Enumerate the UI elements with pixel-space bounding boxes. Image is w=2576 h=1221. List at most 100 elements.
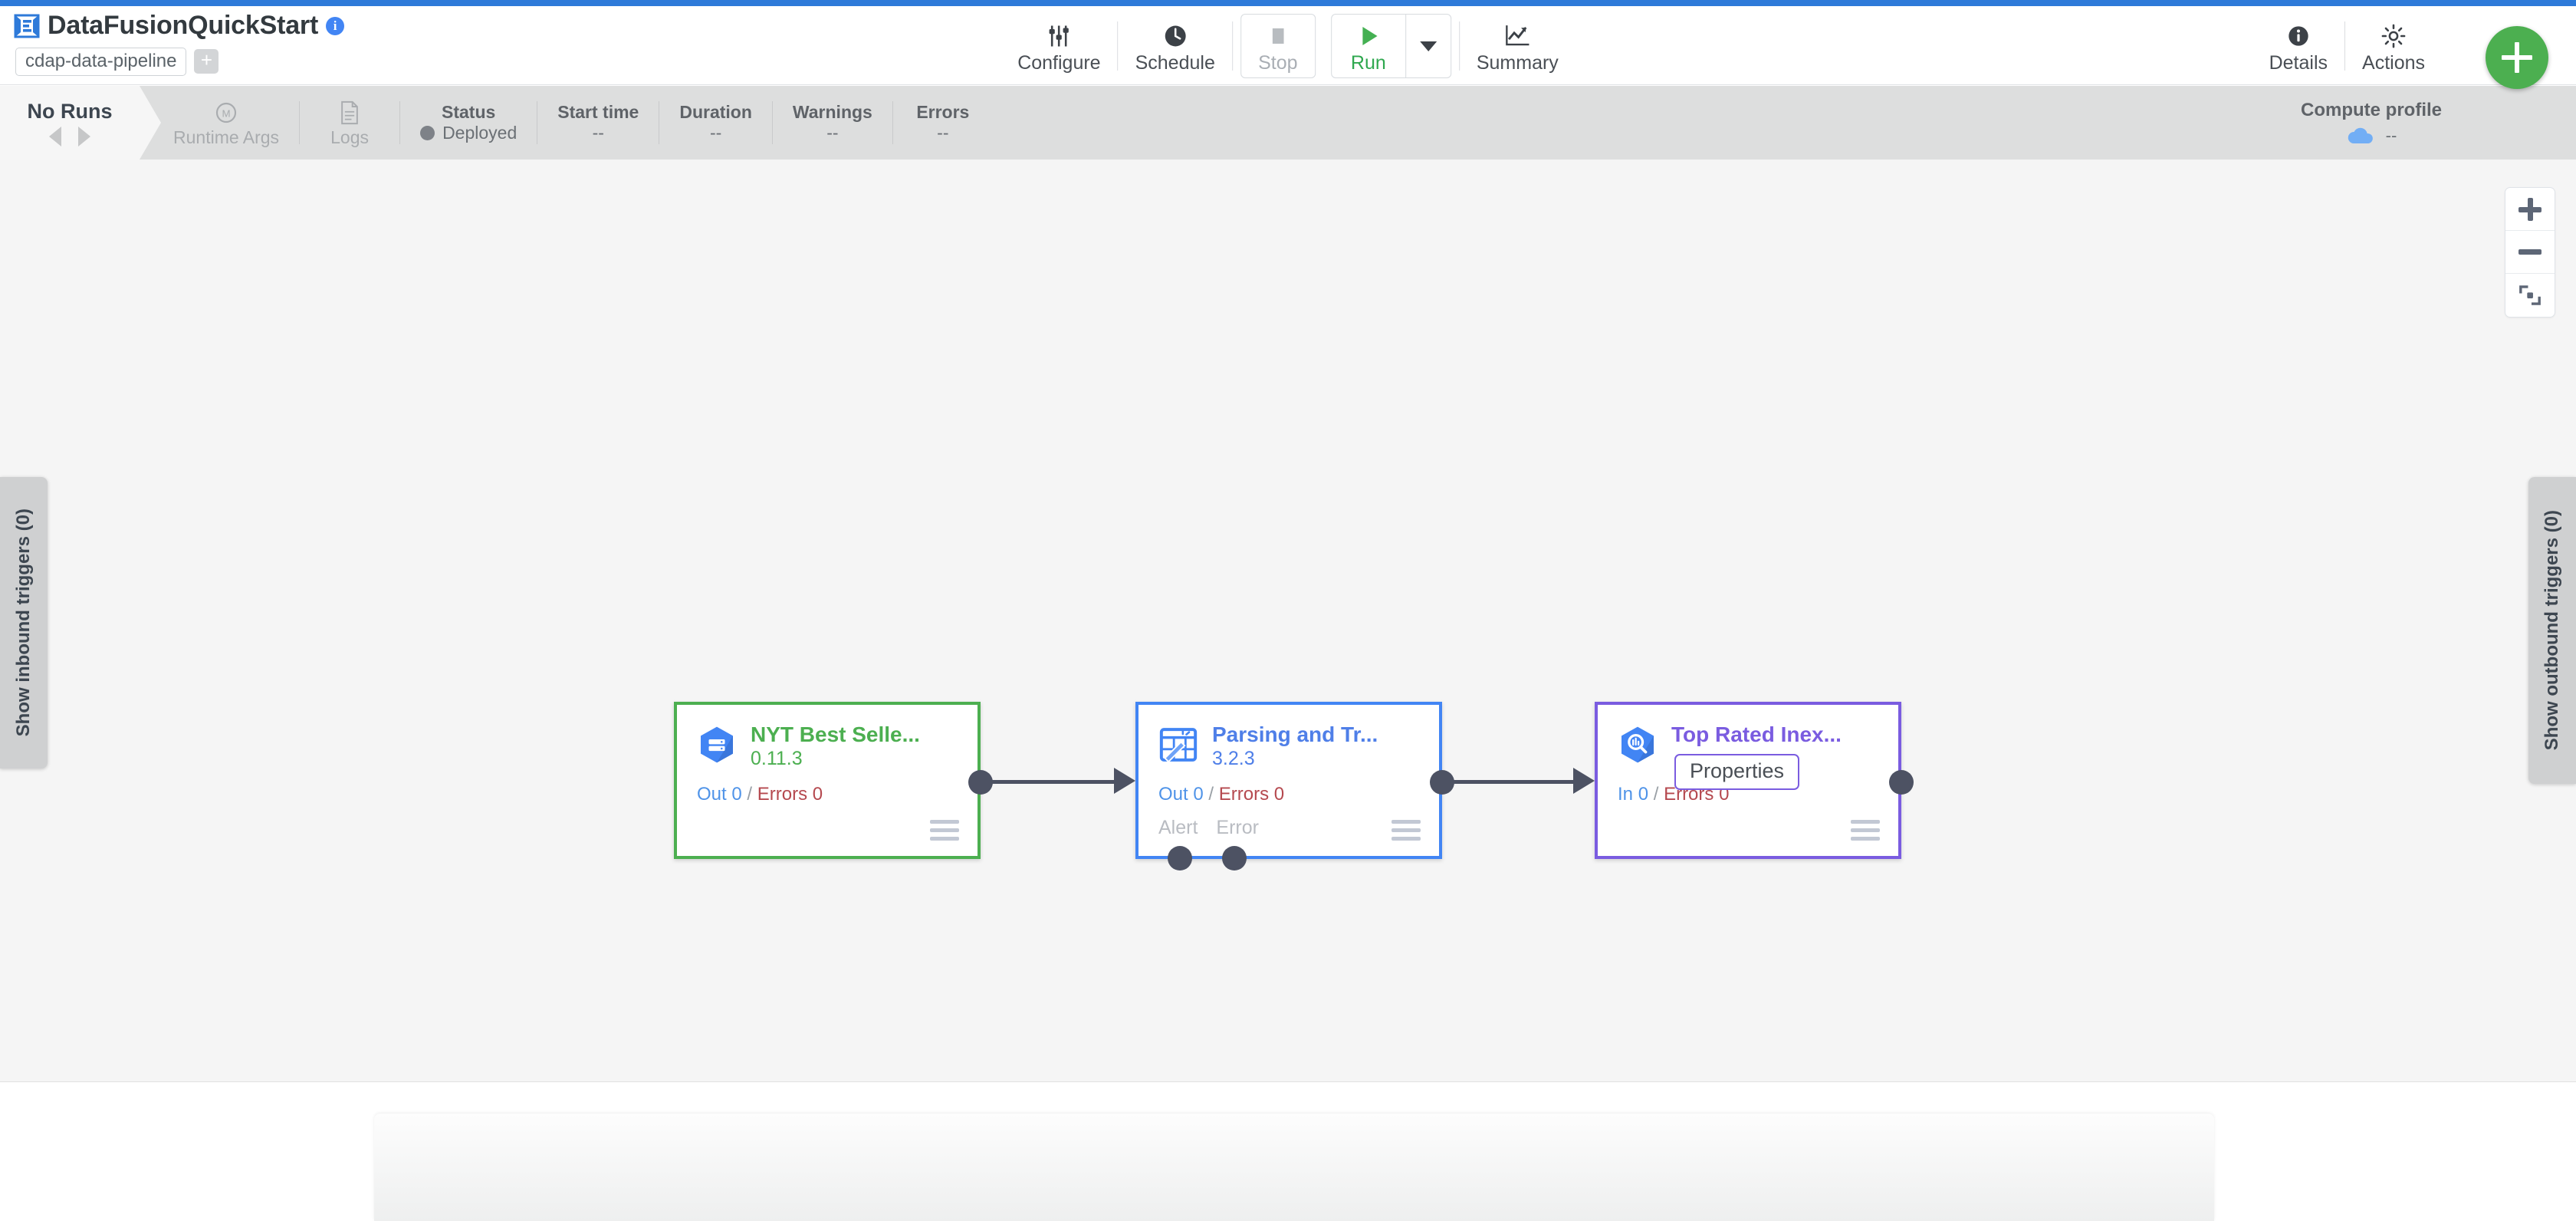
connector-transform-to-sink <box>1442 780 1577 784</box>
node-metrics: Out 0 / Errors 0 <box>697 784 823 805</box>
zoom-controls <box>2505 187 2555 318</box>
pipeline-canvas[interactable]: NYT Best Selle... 0.11.3 Out 0 / Errors … <box>0 160 2576 1082</box>
top-toolbar: DataFusionQuickStart i cdap-data-pipelin… <box>0 6 2576 89</box>
start-time-header: Start time <box>557 102 639 122</box>
wrangler-magic-icon <box>1159 728 1198 763</box>
node-version: 3.2.3 <box>1212 747 1255 769</box>
configure-label: Configure <box>1017 51 1101 74</box>
node-metrics: Out 0 / Errors 0 <box>1158 784 1284 805</box>
node-output-endpoint-source[interactable] <box>968 770 993 795</box>
outbound-triggers-label: Show outbound triggers (0) <box>2542 510 2562 751</box>
run-button[interactable]: Run <box>1332 15 1405 77</box>
fit-screen-icon <box>2519 285 2541 305</box>
node-header: NYT Best Selle... 0.11.3 <box>677 705 978 770</box>
pipeline-node-top-rated-inexpensive[interactable]: Top Rated Inex... Properties In 0 / Erro… <box>1595 702 1901 859</box>
fit-to-screen-button[interactable] <box>2505 274 2555 317</box>
node-metrics-sep: / <box>1208 784 1214 805</box>
pipeline-node-parsing-and-transform[interactable]: Parsing and Tr... 3.2.3 Out 0 / Errors 0… <box>1135 702 1442 859</box>
warnings-header: Warnings <box>792 102 872 122</box>
cloud-icon <box>2348 127 2373 143</box>
connector-source-to-transform <box>981 780 1116 784</box>
configure-button[interactable]: Configure <box>1001 11 1117 81</box>
node-metrics-sep: / <box>1653 784 1659 805</box>
zoom-in-button[interactable] <box>2505 188 2555 231</box>
artifact-chip[interactable]: cdap-data-pipeline <box>15 48 187 76</box>
warnings-value: -- <box>826 123 839 143</box>
node-out-label: Out <box>1158 784 1188 805</box>
node-in-value: 0 <box>1638 784 1649 805</box>
logs-label: Logs <box>330 127 369 147</box>
bottom-floating-panel[interactable] <box>374 1114 2214 1221</box>
brand-block: DataFusionQuickStart i <box>14 11 345 41</box>
status-dot-icon <box>420 126 435 140</box>
pipeline-node-nyt-best-sellers[interactable]: NYT Best Selle... 0.11.3 Out 0 / Errors … <box>674 702 981 859</box>
node-out-label: Out <box>697 784 727 805</box>
add-plugin-fab[interactable] <box>2486 26 2548 89</box>
compute-profile-cell[interactable]: Compute profile -- <box>2301 86 2442 160</box>
errors-value: -- <box>937 123 949 143</box>
properties-tooltip[interactable]: Properties <box>1674 754 1800 790</box>
summary-button[interactable]: Summary <box>1460 11 1576 81</box>
node-port-alert-label[interactable]: Alert <box>1158 817 1198 838</box>
play-triangle-icon <box>1355 20 1382 52</box>
node-version: 0.11.3 <box>751 747 803 769</box>
triangle-right-icon[interactable] <box>78 126 90 146</box>
schedule-button[interactable]: Schedule <box>1119 11 1232 81</box>
run-status-bar: No Runs M Runtime Args <box>0 86 2576 160</box>
runbar-divider <box>892 101 893 144</box>
duration-value: -- <box>709 123 722 143</box>
node-output-endpoint-transform[interactable] <box>1430 770 1454 795</box>
logs-button[interactable]: Logs <box>300 86 399 160</box>
errors-cell: Errors -- <box>893 86 993 160</box>
node-errors-label: Errors <box>757 784 808 805</box>
run-button-group: Run <box>1330 14 1451 78</box>
chevron-down-icon <box>1419 41 1437 51</box>
info-icon[interactable]: i <box>326 16 345 35</box>
toolbar-divider <box>1458 21 1460 71</box>
run-dropdown-button[interactable] <box>1405 15 1451 77</box>
node-output-endpoint-sink[interactable] <box>1889 770 1914 795</box>
node-menu-hamburger-icon[interactable] <box>1851 820 1880 841</box>
node-alert-port-endpoint[interactable] <box>1168 846 1192 870</box>
details-button[interactable]: Details <box>2252 11 2344 81</box>
bigquery-table-icon <box>701 726 733 763</box>
gear-icon <box>2380 20 2407 52</box>
node-metrics-sep: / <box>747 784 753 805</box>
compute-profile-header: Compute profile <box>2301 100 2442 120</box>
triangle-left-icon[interactable] <box>49 126 61 146</box>
node-in-label: In <box>1618 784 1634 805</box>
status-header: Status <box>442 102 496 122</box>
no-runs-panel: No Runs <box>0 86 161 160</box>
run-label: Run <box>1350 51 1386 74</box>
connector-arrow-2 <box>1573 768 1595 794</box>
top-accent-bar <box>0 0 2576 6</box>
actions-button[interactable]: Actions <box>2345 11 2442 81</box>
stop-label: Stop <box>1258 51 1298 74</box>
runtime-args-button[interactable]: M Runtime Args <box>153 86 299 160</box>
node-errors-value: 0 <box>1273 784 1285 805</box>
node-header: Top Rated Inex... <box>1598 705 1898 766</box>
runbar-divider <box>399 101 401 144</box>
duration-header: Duration <box>679 102 752 122</box>
summary-label: Summary <box>1476 51 1559 74</box>
connector-arrow-1 <box>1114 768 1135 794</box>
stop-button[interactable]: Stop <box>1240 14 1316 78</box>
no-runs-label: No Runs <box>27 99 113 123</box>
add-artifact-button[interactable]: + <box>194 49 219 74</box>
node-menu-hamburger-icon[interactable] <box>1392 820 1421 841</box>
inbound-triggers-drawer[interactable]: Show inbound triggers (0) <box>0 477 48 768</box>
runtime-args-label: Runtime Args <box>173 127 280 147</box>
runbar-divider <box>771 101 773 144</box>
node-error-port-endpoint[interactable] <box>1222 846 1247 870</box>
duration-cell: Duration -- <box>659 86 772 160</box>
center-toolbar-cluster: Configure Schedule Stop <box>1001 11 1576 81</box>
zoom-out-button[interactable] <box>2505 231 2555 274</box>
node-menu-hamburger-icon[interactable] <box>930 820 959 841</box>
toolbar-divider <box>1231 21 1233 71</box>
status-cell: Status Deployed <box>400 86 537 160</box>
outbound-triggers-drawer[interactable]: Show outbound triggers (0) <box>2528 477 2576 784</box>
start-time-value: -- <box>592 123 604 143</box>
node-out-value: 0 <box>1193 784 1204 805</box>
node-port-error-label[interactable]: Error <box>1216 817 1259 838</box>
macro-m-icon: M <box>214 100 238 126</box>
